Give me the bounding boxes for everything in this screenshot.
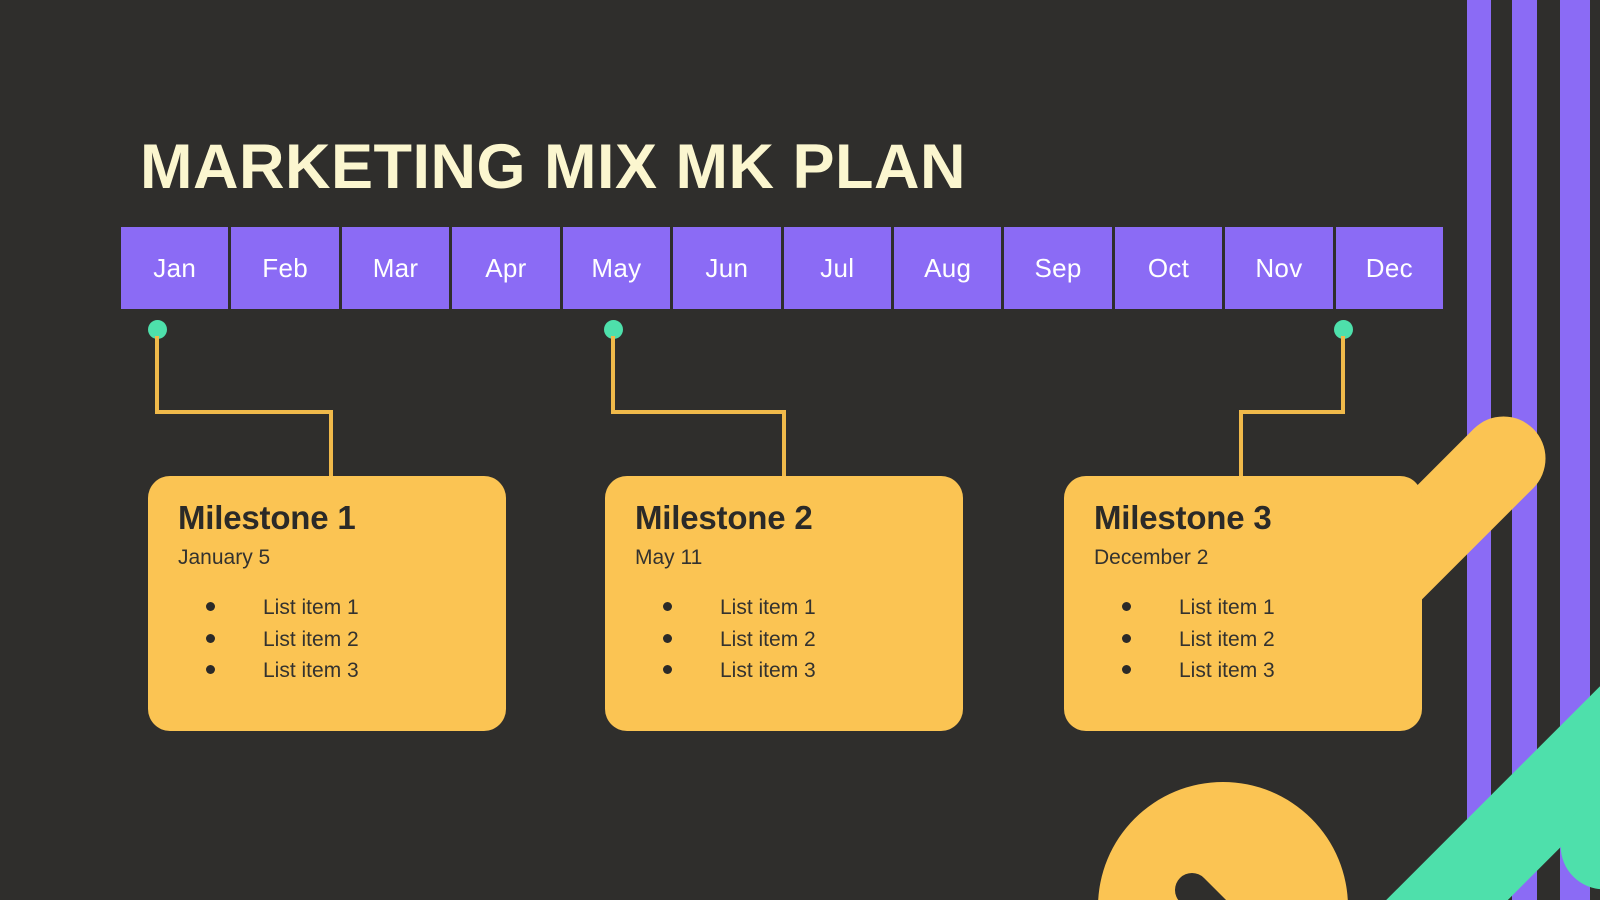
connector-segment-1-vertical: [155, 336, 159, 414]
purple-stripe-3: [1560, 0, 1590, 900]
milestone-card-2-date: May 11: [635, 546, 703, 570]
connector-segment-2-horizontal: [611, 410, 786, 414]
connector-segment-2-vertical: [611, 336, 615, 414]
month-cell-may[interactable]: May: [562, 227, 671, 309]
milestone-card-1-date: January 5: [178, 546, 271, 570]
list-item-label: List item 1: [1179, 596, 1275, 620]
month-cell-nov[interactable]: Nov: [1225, 227, 1333, 309]
milestone-card-3[interactable]: Milestone 3 December 2 List item 1 List …: [1064, 476, 1422, 731]
purple-stripe-1: [1467, 0, 1491, 900]
orange-blob-shape: [1046, 730, 1400, 900]
list-item: List item 2: [663, 624, 937, 656]
list-item: List item 1: [1122, 592, 1396, 624]
list-item: List item 1: [663, 592, 937, 624]
list-item-label: List item 2: [263, 627, 359, 651]
bullet-icon: [1122, 665, 1131, 675]
bullet-icon: [663, 665, 672, 675]
connector-segment-3-drop: [1239, 410, 1243, 482]
connector-segment-2-drop: [782, 410, 786, 482]
month-cell-oct[interactable]: Oct: [1114, 227, 1223, 309]
purple-stripe-2: [1512, 0, 1537, 900]
list-item-label: List item 3: [1179, 659, 1275, 683]
page-title: MARKETING MIX MK PLAN: [140, 132, 966, 203]
milestone-card-2-title: Milestone 2: [635, 499, 813, 536]
month-cell-aug[interactable]: Aug: [893, 227, 1002, 309]
milestone-card-3-title: Milestone 3: [1094, 499, 1272, 536]
list-item-label: List item 2: [1179, 627, 1275, 651]
list-item: List item 2: [206, 624, 480, 656]
month-cell-dec[interactable]: Dec: [1335, 227, 1444, 309]
bullet-icon: [663, 633, 672, 643]
bullet-icon: [1122, 633, 1131, 643]
bullet-icon: [206, 602, 215, 612]
month-cell-apr[interactable]: Apr: [452, 227, 560, 309]
list-item: List item 3: [206, 655, 480, 687]
list-item-label: List item 1: [263, 596, 359, 620]
month-cell-sep[interactable]: Sep: [1004, 227, 1112, 309]
milestone-card-2[interactable]: Milestone 2 May 11 List item 1 List item…: [605, 476, 963, 731]
connector-segment-3-vertical: [1341, 336, 1345, 414]
bullet-icon: [663, 602, 672, 612]
milestone-marker-dot-3[interactable]: [1334, 320, 1353, 339]
bullet-icon: [206, 633, 215, 643]
timeline-month-bar: Jan Feb Mar Apr May Jun Jul Aug Sep Oct …: [121, 227, 1444, 309]
milestone-card-1-list: List item 1 List item 2 List item 3: [178, 592, 480, 687]
milestone-marker-dot-2[interactable]: [604, 320, 623, 339]
list-item-label: List item 3: [263, 659, 359, 683]
blob-slash-cutout: [1167, 865, 1299, 900]
month-cell-jun[interactable]: Jun: [673, 227, 781, 309]
connector-segment-1-horizontal: [155, 410, 333, 414]
bullet-icon: [1122, 602, 1131, 612]
list-item-label: List item 1: [720, 596, 816, 620]
list-item: List item 2: [1122, 624, 1396, 656]
month-cell-jan[interactable]: Jan: [121, 227, 229, 309]
milestone-card-2-list: List item 1 List item 2 List item 3: [635, 592, 937, 687]
list-item: List item 3: [663, 655, 937, 687]
connector-segment-3-horizontal: [1239, 410, 1345, 414]
month-cell-feb[interactable]: Feb: [231, 227, 339, 309]
list-item-label: List item 2: [720, 627, 816, 651]
month-cell-jul[interactable]: Jul: [783, 227, 891, 309]
milestone-card-3-date: December 2: [1094, 546, 1209, 570]
green-diagonal-bar-2: [1542, 612, 1600, 900]
list-item: List item 3: [1122, 655, 1396, 687]
milestone-card-1-title: Milestone 1: [178, 499, 356, 536]
milestone-marker-dot-1[interactable]: [148, 320, 167, 339]
list-item: List item 1: [206, 592, 480, 624]
month-cell-mar[interactable]: Mar: [341, 227, 450, 309]
milestone-card-3-list: List item 1 List item 2 List item 3: [1094, 592, 1396, 687]
milestone-card-1[interactable]: Milestone 1 January 5 List item 1 List i…: [148, 476, 506, 731]
list-item-label: List item 3: [720, 659, 816, 683]
connector-segment-1-drop: [329, 410, 333, 482]
bullet-icon: [206, 665, 215, 675]
